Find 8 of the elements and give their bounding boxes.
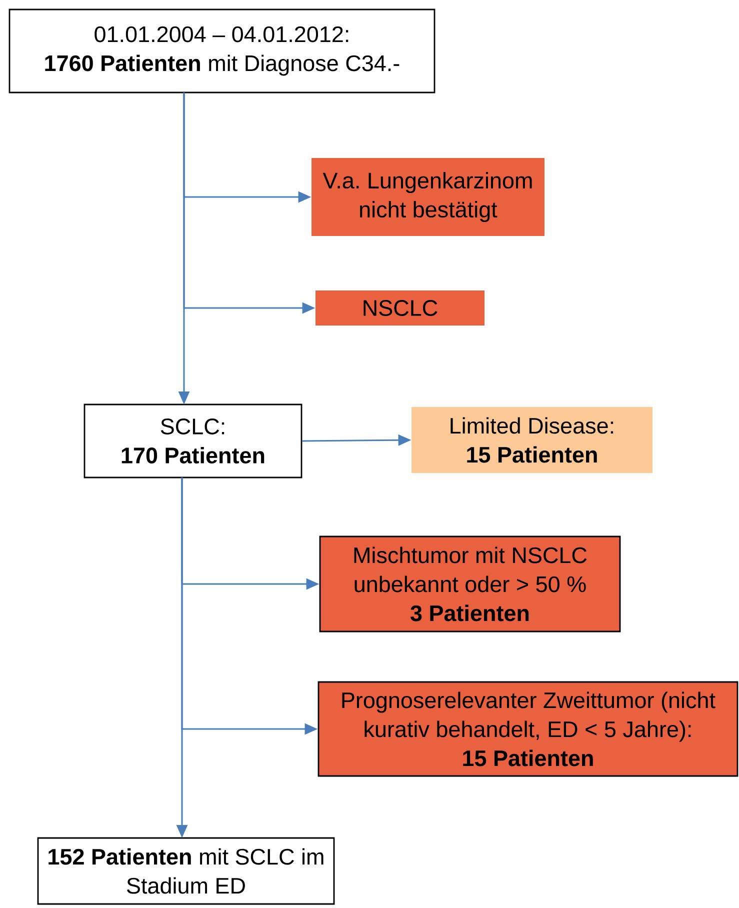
exclusion-box: Prognoserelevanter Zweittumor (nicht kurativ behandelt, ED < 5 Jahre): 15 Patienten <box>318 681 738 777</box>
exclusion-box: V.a. Lungenkarzinom nicht bestätigt <box>312 158 544 236</box>
exclusion-box: NSCLC <box>316 290 484 326</box>
start-box: 01.01.2004 – 04.01.2012: 1760 Patienten mit Diagnose C34.- <box>8 8 436 94</box>
result-box: 152 Patienten mit SCLC im Stadium ED <box>37 837 335 905</box>
subgroup-box: Limited Disease: 15 Patienten <box>412 407 652 473</box>
exclusion-box: Mischtumor mit NSCLC unbekannt oder > 50 % 3 Patienten <box>319 536 621 632</box>
cohort-box: SCLC: 170 Patienten <box>84 404 302 478</box>
